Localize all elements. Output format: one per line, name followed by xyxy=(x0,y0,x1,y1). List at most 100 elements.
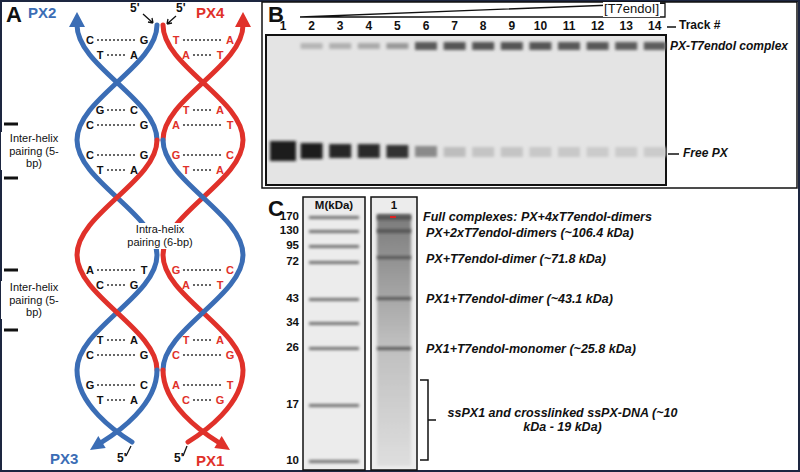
marker-size: 95 xyxy=(286,239,299,252)
base-letter: T xyxy=(141,264,148,277)
base-letter: C xyxy=(182,394,190,407)
base-letter: T xyxy=(183,164,190,177)
native-gel xyxy=(386,145,408,158)
track-number: 3 xyxy=(337,20,344,34)
dna-strands xyxy=(77,25,157,140)
band-label: Free PX xyxy=(683,147,728,161)
panel-letter: A xyxy=(6,2,22,27)
lane-label: M(kDa) xyxy=(315,199,353,212)
concentration-wedge xyxy=(300,3,665,17)
track-number: 8 xyxy=(480,20,487,34)
base-letter: G xyxy=(140,149,149,162)
base-letter: A xyxy=(172,379,180,392)
base-letter: A xyxy=(216,104,224,117)
sds-gel xyxy=(309,216,359,219)
strand-name: PX3 xyxy=(50,450,78,467)
track-number: 10 xyxy=(534,20,547,34)
track-number: 9 xyxy=(508,20,515,34)
native-gel xyxy=(529,147,551,157)
base-letter: G xyxy=(130,279,139,292)
sds-gel xyxy=(390,216,396,218)
sds-gel xyxy=(309,404,359,407)
sds-gel xyxy=(377,297,411,300)
base-letter: T xyxy=(217,49,224,62)
five-prime-pointers xyxy=(143,14,153,23)
marker-size: 43 xyxy=(286,292,299,305)
sds-gel xyxy=(303,197,417,470)
base-letter: A xyxy=(182,279,190,292)
native-gel xyxy=(587,147,609,157)
base-letter: A xyxy=(130,164,138,177)
base-letter: G xyxy=(226,349,235,362)
sds-gel xyxy=(371,197,417,470)
sds-gel xyxy=(377,256,411,259)
sds-gel xyxy=(377,215,411,220)
base-letter: C xyxy=(86,349,94,362)
axis-label: Track # xyxy=(679,19,720,33)
concentration-label: [T7endoI] xyxy=(603,2,660,17)
track-number: 2 xyxy=(308,20,315,34)
base-letter: A xyxy=(226,34,234,47)
native-gel xyxy=(615,42,637,50)
native-gel xyxy=(644,147,666,157)
five-prime-pointers xyxy=(167,16,176,24)
native-gel xyxy=(558,42,580,50)
band-label: ssPX1 and crosslinked ssPX-DNA (~10 kDa … xyxy=(440,406,685,435)
base-letter: C xyxy=(130,104,138,117)
strand-arrowheads xyxy=(69,12,251,450)
five-prime-pointers xyxy=(126,446,131,456)
base-letter: T xyxy=(227,379,234,392)
sds-gel xyxy=(309,322,359,325)
native-gel xyxy=(558,147,580,157)
sds-gel xyxy=(377,229,411,233)
base-letter: T xyxy=(217,279,224,292)
marker-size: 130 xyxy=(280,224,299,237)
sds-gel xyxy=(309,230,359,233)
base-letter: A xyxy=(86,264,94,277)
base-letter: G xyxy=(172,264,181,277)
strand-arrowheads xyxy=(90,436,106,450)
band-label: Full complexes: PX+4xT7endoI-dimers xyxy=(423,210,652,224)
bracket xyxy=(420,380,436,460)
sds-gel xyxy=(309,245,359,248)
base-letter: G xyxy=(96,104,105,117)
native-gel xyxy=(644,42,666,50)
strand-name: PX2 xyxy=(28,4,56,21)
native-gel xyxy=(587,42,609,50)
strand-end: 5' xyxy=(130,2,140,16)
dna-strands xyxy=(77,140,157,370)
base-letter: C xyxy=(226,149,234,162)
base-letter: C xyxy=(86,119,94,132)
strand-end: 5' xyxy=(174,452,184,466)
band-label: PX+2xT7endoI-dimers (~106.4 kDa) xyxy=(426,226,634,240)
sds-gel xyxy=(309,261,359,264)
native-gel xyxy=(444,42,466,50)
native-gel xyxy=(301,43,323,49)
sds-gel xyxy=(309,347,359,350)
track-number: 1 xyxy=(280,20,287,34)
sds-gel xyxy=(309,298,359,301)
base-letter: G xyxy=(86,379,95,392)
dna-strands xyxy=(163,140,243,370)
sds-gel xyxy=(377,347,411,350)
native-gel xyxy=(501,147,523,157)
band-label: PX+T7endoI-dimer (~71.8 kDa) xyxy=(426,252,606,266)
native-gel xyxy=(266,35,666,185)
base-letter: A xyxy=(172,119,180,132)
base-letter: C xyxy=(140,379,148,392)
track-number: 7 xyxy=(451,20,458,34)
sds-gel xyxy=(377,215,411,350)
native-gel xyxy=(415,146,437,157)
track-number: 4 xyxy=(365,20,372,34)
sds-gel xyxy=(309,460,359,463)
band-label: PX1+T7endoI-dimer (~43.1 kDa) xyxy=(426,292,613,306)
base-letter: T xyxy=(97,49,104,62)
native-gel xyxy=(501,42,523,50)
bracket xyxy=(420,380,436,460)
base-letter: C xyxy=(172,349,180,362)
base-letter: A xyxy=(182,49,190,62)
base-letter: T xyxy=(183,104,190,117)
five-prime-pointers xyxy=(183,446,187,456)
